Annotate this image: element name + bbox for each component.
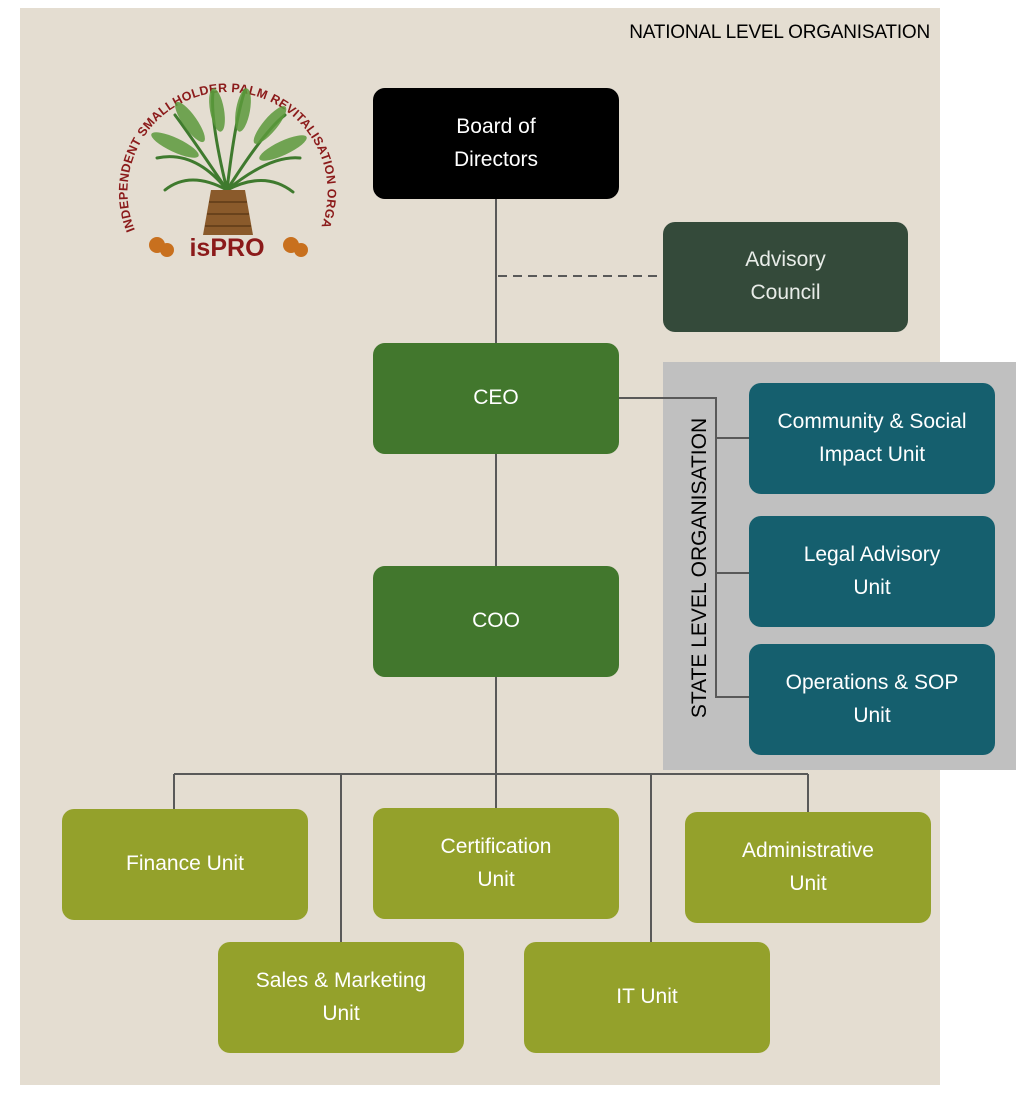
board-label-line1: Board of [456, 114, 536, 138]
finance-label: Finance Unit [126, 852, 244, 876]
ops-label-line1: Operations & SOP [785, 670, 959, 694]
sales-label-line1: Sales & Marketing [255, 968, 427, 992]
legal-advisory-unit-box: Legal Advisory Unit [749, 516, 995, 627]
certification-unit-box: Certification Unit [373, 808, 619, 919]
finance-unit-box: Finance Unit [62, 809, 308, 920]
state-level-label: STATE LEVEL ORGANISATION [688, 417, 712, 719]
ceo-to-state-units-line [619, 397, 749, 698]
administrative-unit-box: Administrative Unit [685, 812, 931, 923]
cert-label-line1: Certification [440, 834, 552, 858]
ceo-box: CEO [373, 343, 619, 454]
palm-trunk-icon [203, 190, 253, 235]
csi-label-line1: Community & Social [777, 409, 967, 433]
advisory-label-line1: Advisory [745, 248, 826, 272]
ceo-label: CEO [473, 386, 519, 410]
sales-marketing-unit-box: Sales & Marketing Unit [218, 942, 464, 1053]
admin-label-line2: Unit [789, 871, 827, 895]
advisory-label-line2: Council [750, 281, 821, 304]
logo-name: isPRO [189, 234, 264, 262]
community-social-impact-unit-box: Community & Social Impact Unit [749, 383, 995, 494]
it-unit-box: IT Unit [524, 942, 770, 1053]
legal-label-line2: Unit [853, 575, 891, 599]
legal-label-line1: Legal Advisory [803, 542, 941, 566]
board-of-directors-box: Board of Directors [373, 88, 619, 199]
national-level-heading: NATIONAL LEVEL ORGANISATION [629, 22, 930, 43]
ops-label-line2: Unit [853, 703, 891, 727]
advisory-council-box: Advisory Council [663, 222, 908, 332]
coo-box: COO [373, 566, 619, 677]
operations-sop-unit-box: Operations & SOP Unit [749, 644, 995, 755]
csi-label-line2: Impact Unit [818, 442, 926, 466]
it-label: IT Unit [616, 985, 678, 1009]
ispro-logo: INDEPENDENT SMALLHOLDER PALM REVITALISAT… [95, 40, 338, 262]
cert-label-line2: Unit [477, 867, 515, 891]
board-label-line2: Directors [453, 147, 538, 171]
admin-label-line1: Administrative [742, 838, 874, 862]
coo-label: COO [472, 609, 520, 633]
sales-label-line2: Unit [322, 1001, 360, 1025]
